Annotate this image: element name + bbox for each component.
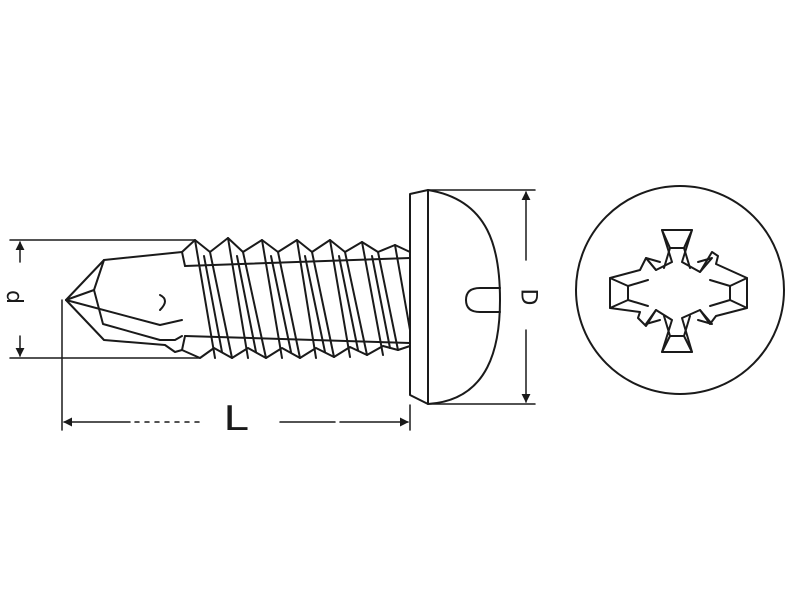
dimension-D bbox=[427, 189, 536, 405]
dimension-label-d: d bbox=[0, 290, 26, 304]
screw-threads bbox=[181, 237, 411, 359]
dimension-d bbox=[9, 239, 201, 359]
dimension-label-D: D bbox=[515, 288, 541, 306]
drill-point bbox=[65, 251, 186, 353]
dimension-L bbox=[61, 299, 411, 431]
screw-head-top-view bbox=[575, 185, 785, 395]
dimension-label-L: L bbox=[223, 399, 248, 439]
screw-head-side bbox=[409, 189, 501, 405]
